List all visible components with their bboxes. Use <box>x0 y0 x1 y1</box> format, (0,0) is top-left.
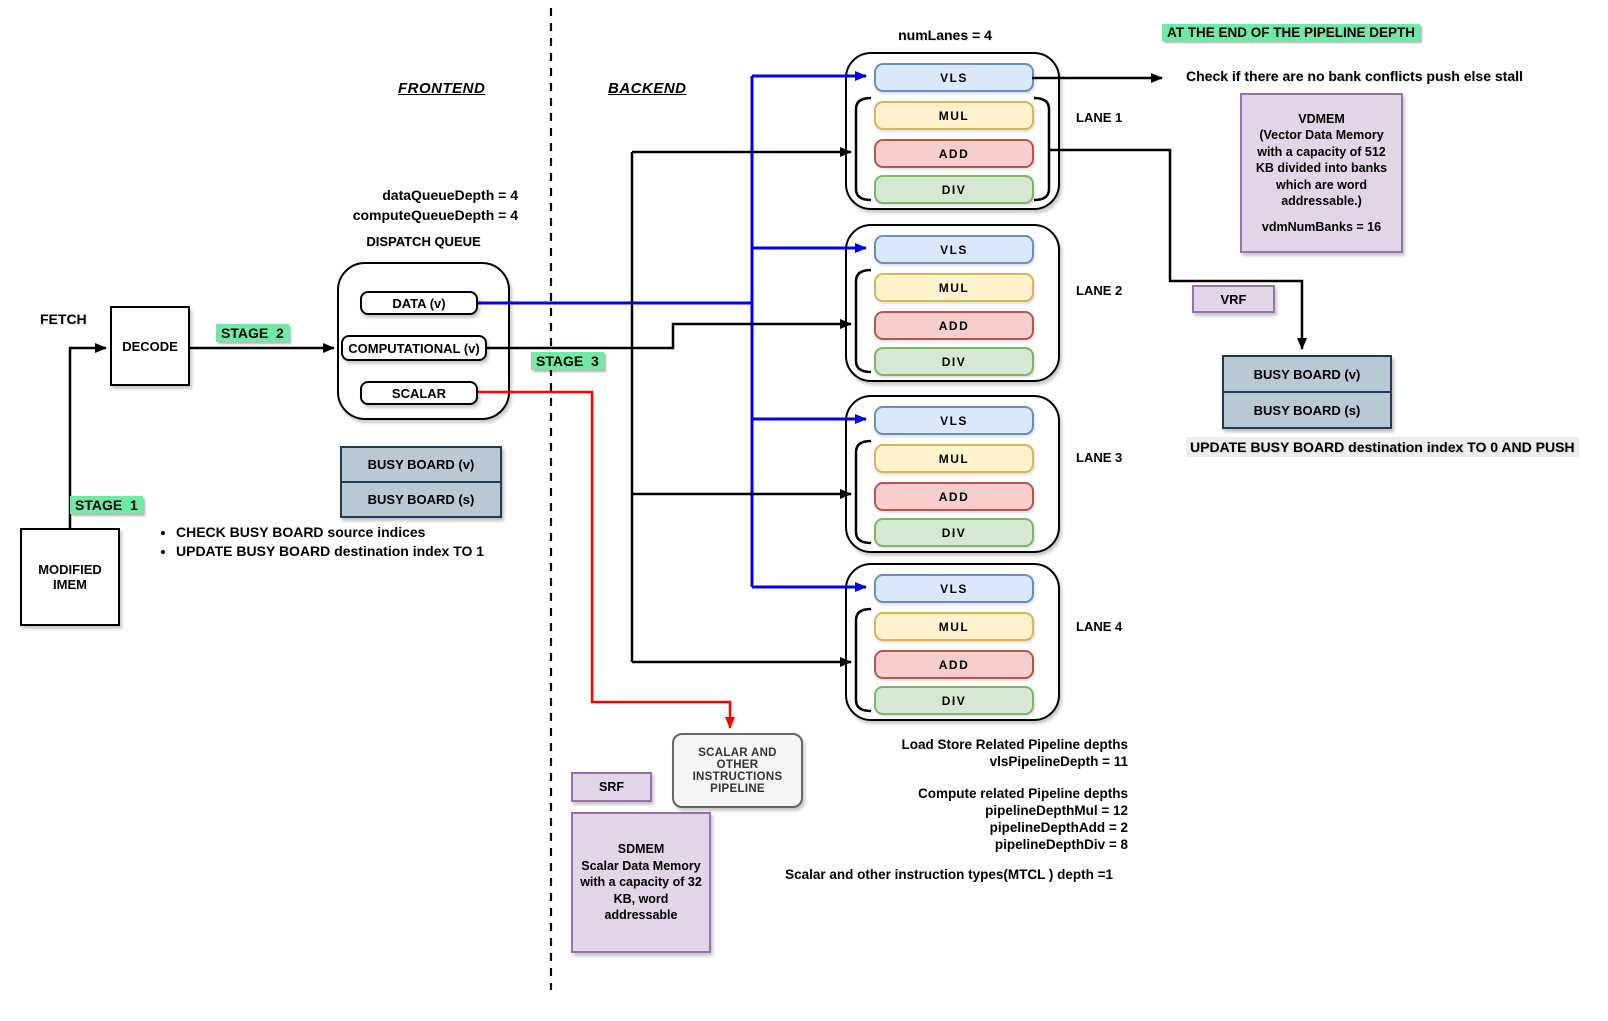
queue-item-computational: COMPUTATIONAL (v) <box>341 335 487 361</box>
pipeline-depth-add: pipelineDepthAdd = 2 <box>989 820 1128 835</box>
busy-board-frontend: BUSY BOARD (v) BUSY BOARD (s) <box>340 446 502 518</box>
sdmem-title: SDMEM <box>617 842 665 857</box>
bullet-check-busy-board: CHECK BUSY BOARD source indices <box>176 524 484 540</box>
pipeline-depths-block: Load Store Related Pipeline depths vlsPi… <box>728 736 1128 853</box>
dispatch-queue-title: DISPATCH QUEUE <box>366 234 481 249</box>
lane2-add-unit: ADD <box>874 311 1034 340</box>
queue-item-data: DATA (v) <box>360 291 478 315</box>
lane1-vls-unit: VLS <box>874 63 1034 92</box>
backend-heading: BACKEND <box>608 80 687 97</box>
vdmem-description: (Vector Data Memory with a capacity of 5… <box>1255 128 1388 209</box>
queue-depth-annotations: dataQueueDepth = 4 computeQueueDepth = 4 <box>300 185 518 225</box>
busy-board-backend-v: BUSY BOARD (v) <box>1224 357 1390 393</box>
busy-board-v: BUSY BOARD (v) <box>342 448 500 483</box>
modified-imem-box: MODIFIED IMEM <box>20 528 120 626</box>
lane4-add-unit: ADD <box>874 650 1034 679</box>
lane1-add-unit: ADD <box>874 139 1034 168</box>
srf-box: SRF <box>571 772 652 802</box>
queue-item-scalar: SCALAR <box>360 381 478 405</box>
lane-2: VLS MUL ADD DIV <box>845 224 1060 382</box>
sdmem-box: SDMEM Scalar Data Memory with a capacity… <box>571 812 711 953</box>
vls-pipeline-depth: vlsPipelineDepth = 11 <box>989 754 1128 769</box>
lane4-mul-unit: MUL <box>874 612 1034 641</box>
pipeline-depth-div: pipelineDepthDiv = 8 <box>994 837 1128 852</box>
lane3-add-unit: ADD <box>874 482 1034 511</box>
lane-4: VLS MUL ADD DIV <box>845 563 1060 721</box>
vdmem-title: VDMEM <box>1298 111 1345 126</box>
data-queue-depth: dataQueueDepth = 4 <box>382 187 518 203</box>
vrf-box: VRF <box>1192 285 1275 313</box>
busy-board-backend-s: BUSY BOARD (s) <box>1253 402 1361 418</box>
lane1-div-unit: DIV <box>874 175 1034 204</box>
lane3-vls-unit: VLS <box>874 406 1034 435</box>
busy-board-s: BUSY BOARD (s) <box>367 492 475 507</box>
lane2-mul-unit: MUL <box>874 273 1034 302</box>
lane-3: VLS MUL ADD DIV <box>845 395 1060 553</box>
lane4-label: LANE 4 <box>1076 619 1123 634</box>
update-push-note: UPDATE BUSY BOARD destination index TO 0… <box>1186 437 1579 457</box>
lane2-div-unit: DIV <box>874 347 1034 376</box>
busy-board-bullets: CHECK BUSY BOARD source indices UPDATE B… <box>158 524 484 562</box>
lane4-vls-unit: VLS <box>874 574 1034 603</box>
busy-board-backend: BUSY BOARD (v) BUSY BOARD (s) <box>1222 355 1392 429</box>
stage3-tag: STAGE 3 <box>531 352 604 370</box>
pipeline-depth-mul: pipelineDepthMul = 12 <box>985 803 1128 818</box>
lane4-div-unit: DIV <box>874 686 1034 715</box>
vdmem-box: VDMEM (Vector Data Memory with a capacit… <box>1240 93 1403 253</box>
loadstore-depths-title: Load Store Related Pipeline depths <box>901 737 1128 752</box>
vdmem-numbanks: vdmNumBanks = 16 <box>1261 219 1382 234</box>
pipeline-end-banner: AT THE END OF THE PIPELINE DEPTH <box>1162 24 1421 41</box>
lane1-label: LANE 1 <box>1076 110 1123 125</box>
wire-scalar <box>478 390 735 729</box>
decode-box: DECODE <box>110 306 190 386</box>
compute-depths-title: Compute related Pipeline depths <box>917 786 1128 801</box>
stage2-tag: STAGE 2 <box>216 324 289 342</box>
stage1-tag: STAGE 1 <box>70 496 143 514</box>
lane3-mul-unit: MUL <box>874 444 1034 473</box>
fetch-label: FETCH <box>40 311 87 327</box>
scalar-depth-note: Scalar and other instruction types(MTCL … <box>785 867 1113 882</box>
bullet-update-busy-board: UPDATE BUSY BOARD destination index TO 1 <box>176 543 484 559</box>
lane3-div-unit: DIV <box>874 518 1034 547</box>
bank-conflict-note: Check if there are no bank conflicts pus… <box>1186 68 1523 84</box>
numlanes-label: numLanes = 4 <box>898 27 992 43</box>
lane1-mul-unit: MUL <box>874 101 1034 130</box>
lane2-label: LANE 2 <box>1076 283 1123 298</box>
compute-queue-depth: computeQueueDepth = 4 <box>352 207 518 223</box>
frontend-heading: FRONTEND <box>398 80 486 97</box>
wire-comp-lane2 <box>487 319 852 350</box>
lane3-label: LANE 3 <box>1076 450 1123 465</box>
sdmem-description: Scalar Data Memory with a capacity of 32… <box>580 858 702 923</box>
scalar-pipeline-box: SCALAR AND OTHER INSTRUCTIONS PIPELINE <box>672 733 803 808</box>
lane-1: VLS MUL ADD DIV <box>845 52 1060 210</box>
lane2-vls-unit: VLS <box>874 235 1034 264</box>
